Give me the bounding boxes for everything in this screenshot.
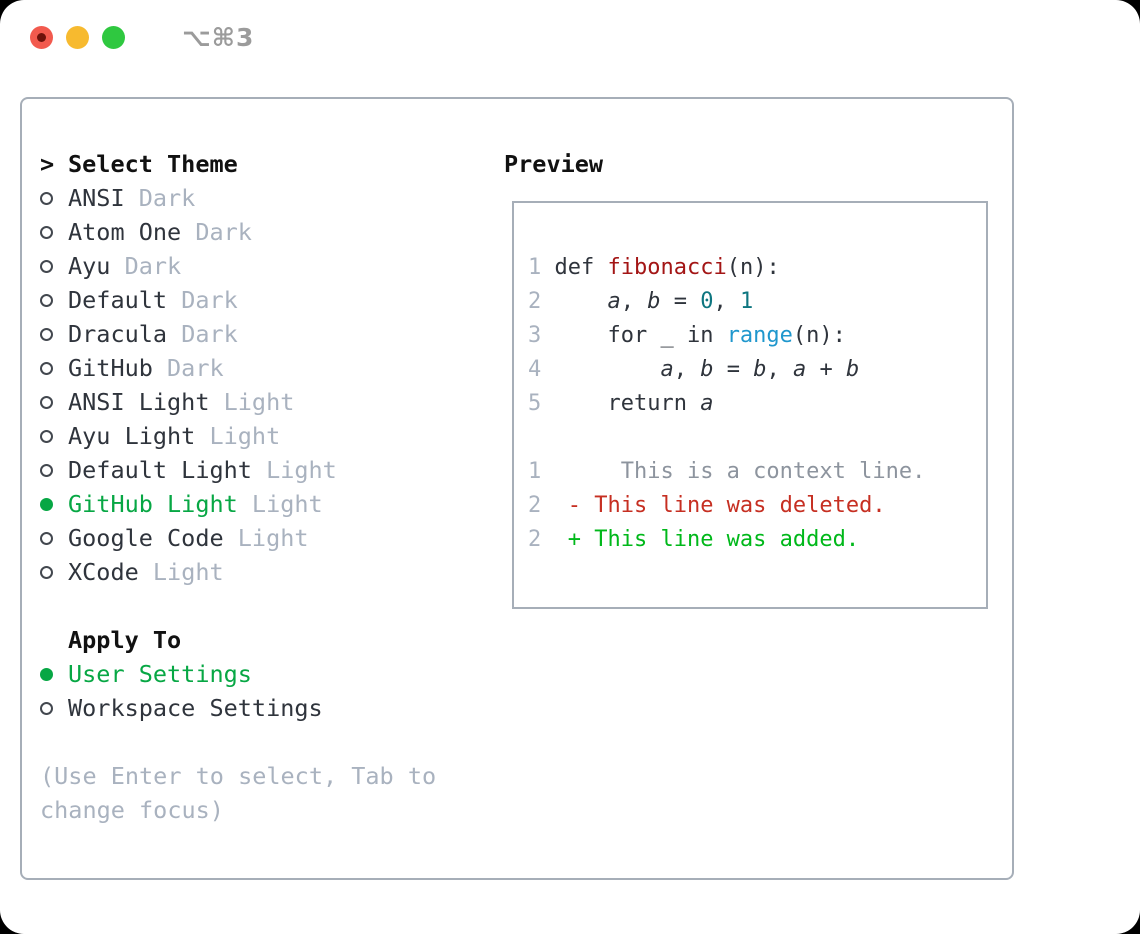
- apply-option-label: Workspace Settings: [68, 694, 323, 722]
- code-line: 2 a, b = 0, 1: [528, 289, 754, 314]
- help-line-2: change focus): [40, 796, 224, 824]
- radio-icon: [40, 429, 53, 443]
- line-number: 2: [528, 289, 555, 314]
- line-number: [528, 425, 555, 450]
- theme-variant: Light: [195, 422, 281, 450]
- radio-icon: [40, 327, 53, 341]
- zoom-button[interactable]: [102, 25, 125, 49]
- theme-variant: Dark: [110, 252, 182, 280]
- diff-context-line: 1 This is a context line.: [528, 459, 926, 484]
- theme-variant: Dark: [167, 320, 238, 348]
- theme-item-default[interactable]: Default Dark: [40, 283, 484, 317]
- spacer: [40, 725, 484, 759]
- line-number: 1: [528, 255, 555, 280]
- theme-name: Ayu Light: [68, 422, 196, 450]
- apply-option-user-settings[interactable]: User Settings: [40, 657, 484, 691]
- code-line: 3 for _ in range(n):: [528, 323, 846, 348]
- radio-selected-icon: [40, 497, 53, 511]
- close-button[interactable]: [30, 25, 53, 49]
- radio-selected-icon: [40, 667, 53, 681]
- help-text: (Use Enter to select, Tab to change focu…: [40, 759, 484, 827]
- minimize-button[interactable]: [66, 25, 89, 49]
- radio-icon: [40, 565, 53, 579]
- theme-name: ANSI: [68, 184, 125, 212]
- radio-icon: [40, 463, 53, 477]
- radio-icon: [40, 361, 53, 375]
- window-title: ⌥⌘3: [182, 22, 255, 52]
- code-line: 5 return a: [528, 391, 714, 416]
- close-dot-icon: [37, 32, 46, 42]
- theme-item-default-light[interactable]: Default Light Light: [40, 453, 484, 487]
- theme-name: Dracula: [68, 320, 168, 348]
- titlebar: ⌥⌘3: [30, 22, 255, 52]
- radio-icon: [40, 701, 53, 715]
- theme-item-github[interactable]: GitHub Dark: [40, 351, 484, 385]
- theme-variant: Light: [223, 524, 309, 552]
- theme-item-ayu[interactable]: Ayu Dark: [40, 249, 484, 283]
- apply-to-title: Apply To: [68, 626, 182, 654]
- radio-icon: [40, 531, 53, 545]
- theme-name: ANSI Light: [68, 388, 210, 416]
- radio-icon: [40, 225, 53, 239]
- radio-icon: [40, 395, 53, 409]
- theme-variant: Dark: [181, 218, 252, 246]
- theme-item-dracula[interactable]: Dracula Dark: [40, 317, 484, 351]
- blank-line: [528, 421, 986, 455]
- diff-deleted-line: 2 - This line was deleted.: [528, 493, 886, 518]
- theme-item-github-light[interactable]: GitHub Light Light: [40, 487, 484, 521]
- code-line: 4 a, b = b, a + b: [528, 357, 860, 382]
- theme-name: Default Light: [68, 456, 252, 484]
- theme-name: Atom One: [68, 218, 182, 246]
- code-line: 1 def fibonacci(n):: [528, 255, 780, 280]
- preview-title: Preview: [504, 150, 604, 178]
- theme-name: GitHub: [68, 354, 153, 382]
- apply-option-label: User Settings: [68, 660, 252, 688]
- preview-box: 1 def fibonacci(n): 2 a, b = 0, 1 3 for _ …: [512, 201, 988, 609]
- line-number: 4: [528, 357, 555, 382]
- line-number: 1: [528, 459, 555, 484]
- theme-name: Google Code: [68, 524, 224, 552]
- theme-item-xcode[interactable]: XCode Light: [40, 555, 484, 589]
- theme-variant: Light: [251, 456, 337, 484]
- theme-name: XCode: [68, 558, 139, 586]
- theme-variant: Dark: [167, 286, 238, 314]
- theme-item-ayu-light[interactable]: Ayu Light Light: [40, 419, 484, 453]
- radio-icon: [40, 259, 53, 273]
- line-number: 5: [528, 391, 555, 416]
- help-line-1: (Use Enter to select, Tab to: [40, 762, 437, 790]
- preview-column: Preview 1 def fibonacci(n): 2 a, b = 0, 1…: [484, 147, 1012, 609]
- diff-added-line: 2 + This line was added.: [528, 527, 860, 552]
- theme-item-ansi[interactable]: ANSI Dark: [40, 181, 484, 215]
- cursor-prompt-icon: >: [40, 150, 55, 178]
- apply-to-header: Apply To: [40, 623, 484, 657]
- preview-header: Preview: [504, 147, 1012, 181]
- select-theme-title: Select Theme: [68, 150, 238, 178]
- line-number: 2: [528, 527, 555, 552]
- line-number: 3: [528, 323, 555, 348]
- theme-item-google-code[interactable]: Google Code Light: [40, 521, 484, 555]
- theme-variant: Light: [237, 490, 323, 518]
- theme-variant: Dark: [152, 354, 224, 382]
- theme-name: Ayu: [68, 252, 111, 280]
- theme-name: Default: [68, 286, 168, 314]
- theme-name: GitHub Light: [68, 490, 238, 518]
- line-number: 2: [528, 493, 555, 518]
- select-theme-header: > Select Theme: [40, 147, 484, 181]
- apply-option-workspace-settings[interactable]: Workspace Settings: [40, 691, 484, 725]
- radio-icon: [40, 293, 53, 307]
- theme-item-atom-one[interactable]: Atom One Dark: [40, 215, 484, 249]
- theme-variant: Light: [138, 558, 224, 586]
- code-preview: 1 def fibonacci(n): 2 a, b = 0, 1 3 for _ …: [528, 251, 986, 557]
- theme-variant: Light: [209, 388, 295, 416]
- radio-icon: [40, 191, 53, 205]
- theme-item-ansi-light[interactable]: ANSI Light Light: [40, 385, 484, 419]
- theme-variant: Dark: [124, 184, 196, 212]
- spacer: [40, 589, 484, 623]
